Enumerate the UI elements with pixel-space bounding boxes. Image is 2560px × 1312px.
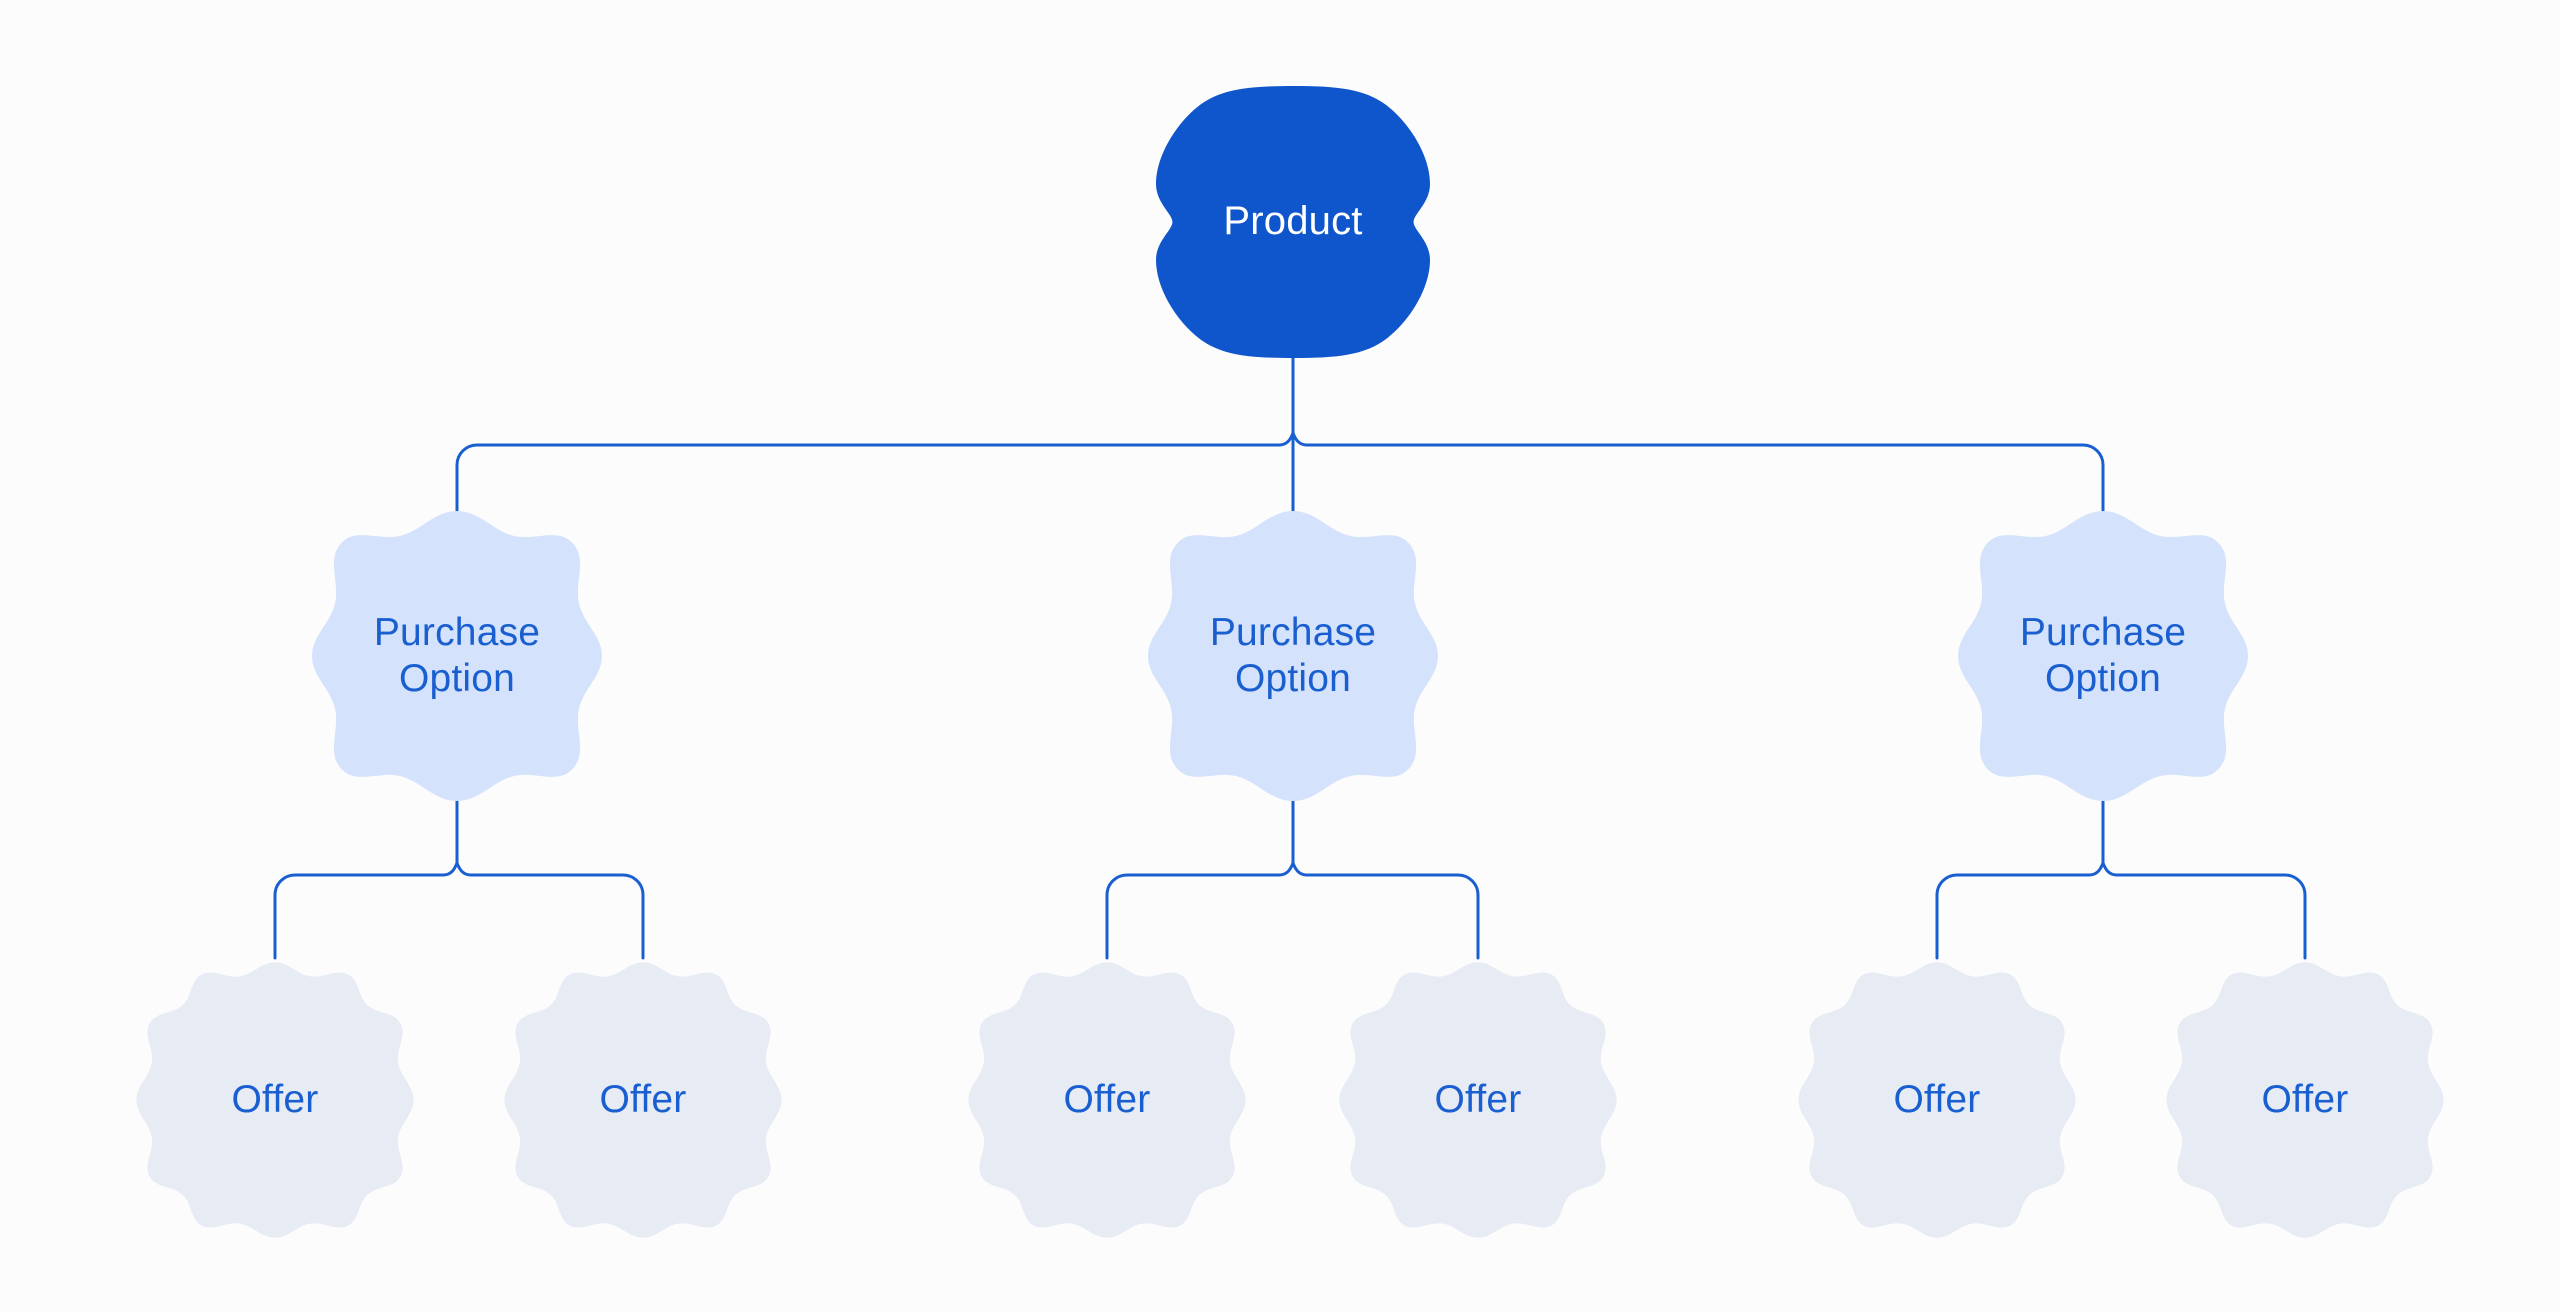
- edge-option3-bus-right: [2115, 873, 2307, 960]
- node-offer-label: Offer: [1434, 1077, 1522, 1121]
- offer-blob-shape: [1798, 962, 2076, 1238]
- node-offer-label: Offer: [1893, 1077, 1981, 1121]
- node-offer-1a[interactable]: Offer: [135, 958, 415, 1242]
- edge-option1-peak-right: [455, 861, 473, 877]
- offer-blob-shape: [136, 962, 414, 1238]
- node-offer-2b[interactable]: Offer: [1338, 958, 1618, 1242]
- purchase-option-blob-shape: [1958, 510, 2248, 802]
- node-purchase-option-label: Purchase Option: [2019, 610, 2187, 700]
- node-purchase-option-label: Purchase Option: [373, 610, 541, 700]
- node-purchase-option-1[interactable]: Purchase Option: [312, 508, 602, 804]
- edge-product-to-option-1: [1277, 431, 1295, 447]
- node-purchase-option-3[interactable]: Purchase Option: [1958, 508, 2248, 804]
- offer-blob-shape: [504, 962, 782, 1238]
- offer-blob-shape: [2166, 962, 2444, 1238]
- product-blob-shape: [1156, 86, 1430, 358]
- edge-option2-peak-left: [1277, 861, 1295, 877]
- node-offer-2a[interactable]: Offer: [967, 958, 1247, 1242]
- edge-product-bus-right: [1305, 443, 2105, 515]
- offer-blob-shape: [1339, 962, 1617, 1238]
- edge-option3-peak-right: [2101, 861, 2119, 877]
- edge-option3-peak-left: [2087, 861, 2105, 877]
- edge-option1-bus-left: [273, 873, 445, 960]
- purchase-option-blob-shape: [1148, 510, 1438, 802]
- offer-blob-shape: [968, 962, 1246, 1238]
- node-offer-1b[interactable]: Offer: [503, 958, 783, 1242]
- node-offer-label: Offer: [1063, 1077, 1151, 1121]
- node-offer-label: Offer: [2261, 1077, 2349, 1121]
- node-product-label: Product: [1223, 199, 1363, 244]
- node-offer-label: Offer: [231, 1077, 319, 1121]
- edge-option2-bus-left: [1105, 873, 1281, 960]
- node-offer-3b[interactable]: Offer: [2165, 958, 2445, 1242]
- purchase-option-blob-shape: [312, 510, 602, 802]
- edge-option1-peak-left: [441, 861, 459, 877]
- edge-product-peak-right: [1291, 431, 1309, 447]
- edge-option2-peak-right: [1291, 861, 1309, 877]
- node-offer-label: Offer: [599, 1077, 687, 1121]
- node-purchase-option-2[interactable]: Purchase Option: [1148, 508, 1438, 804]
- edge-option1-bus-right: [469, 873, 645, 960]
- edge-option3-bus-left: [1935, 873, 2091, 960]
- edge-option2-bus-right: [1305, 873, 1480, 960]
- edge-product-bus-left: [455, 443, 1281, 515]
- node-purchase-option-label: Purchase Option: [1209, 610, 1377, 700]
- node-offer-3a[interactable]: Offer: [1797, 958, 2077, 1242]
- node-product[interactable]: Product: [1156, 86, 1430, 358]
